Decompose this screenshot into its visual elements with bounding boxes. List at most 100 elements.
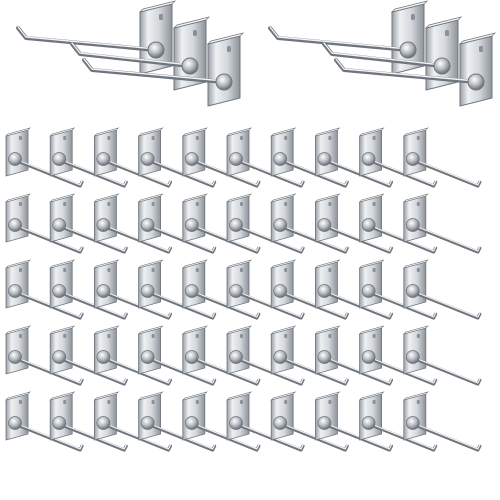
hook-slot-hole — [416, 334, 420, 338]
hook-wire-highlight — [58, 224, 127, 252]
hook-slot-hole — [195, 400, 199, 404]
hook-knob — [8, 218, 22, 232]
slatwall-hook — [270, 193, 349, 254]
hook-knob — [229, 284, 243, 298]
slatwall-hook — [402, 127, 482, 188]
hook-slot-hole — [372, 202, 376, 206]
hook-knob — [147, 41, 165, 59]
hook-wire-highlight — [235, 356, 304, 384]
hook-plate-lip — [93, 259, 120, 269]
hook-wire-highlight — [58, 290, 127, 318]
hook-wire-highlight — [147, 224, 216, 252]
hook-wire-highlight — [235, 224, 304, 252]
hook-wire-highlight — [323, 290, 392, 318]
hook-wire-highlight — [191, 356, 260, 384]
hook-wire-highlight — [368, 158, 437, 186]
hook-wire-highlight — [323, 356, 392, 384]
hook-plate-lip — [225, 193, 253, 203]
hook-knob — [361, 350, 376, 364]
hook-knob — [96, 350, 111, 364]
hook-wire-highlight — [191, 158, 260, 186]
hook-wire-highlight — [102, 422, 171, 450]
hook-slot-hole — [19, 136, 22, 140]
slatwall-hook — [225, 193, 305, 254]
hook-wire-highlight — [102, 356, 171, 384]
hook-slot-hole — [411, 14, 415, 20]
hook-wire-highlight — [412, 356, 481, 384]
hook-knob — [361, 284, 376, 298]
hook-knob — [52, 284, 67, 298]
slatwall-hook — [49, 127, 128, 188]
hook-wire-highlight — [83, 58, 225, 82]
hook-knob — [229, 350, 243, 364]
slatwall-hook — [49, 259, 128, 320]
hook-knob — [317, 218, 332, 232]
slatwall-hook — [181, 259, 261, 320]
hook-plate-lip — [181, 325, 208, 335]
hook-slot-hole — [416, 268, 420, 272]
hook-knob — [52, 416, 67, 430]
hook-knob — [140, 284, 155, 298]
hook-plate-lip — [4, 259, 32, 269]
hook-wire-highlight — [191, 224, 260, 252]
hook-slot-hole — [372, 268, 376, 272]
hook-plate-lip — [137, 193, 164, 203]
hook-wire-highlight — [147, 422, 216, 450]
hook-wire-highlight — [191, 290, 260, 318]
hook-plate-lip — [181, 391, 208, 401]
hook-knob — [8, 350, 22, 364]
hook-slot-hole — [372, 136, 376, 140]
slatwall-hook — [402, 325, 482, 386]
hook-slot-hole — [107, 136, 111, 140]
featured-hook — [268, 0, 429, 75]
hook-slot-hole — [284, 400, 288, 404]
hook-knob — [433, 57, 451, 75]
hook-slot-hole — [195, 334, 199, 338]
slatwall-hook — [270, 325, 349, 386]
hook-wire-highlight — [323, 42, 443, 66]
hook-slot-hole — [19, 334, 22, 338]
hook-slot-hole — [445, 30, 449, 36]
slatwall-hook — [402, 193, 482, 254]
slatwall-hook — [181, 391, 261, 452]
hook-wire-highlight — [235, 422, 304, 450]
hook-knob — [273, 284, 288, 298]
hook-wire-highlight — [147, 290, 216, 318]
hook-plate-lip — [270, 325, 297, 335]
hook-wire-highlight — [102, 158, 171, 186]
hook-grid-row — [4, 193, 482, 254]
hook-plate-lip — [402, 391, 429, 401]
hook-knob — [184, 350, 199, 364]
hook-wire-highlight — [14, 422, 83, 450]
slatwall-hook — [314, 127, 393, 188]
slatwall-hook — [4, 127, 84, 188]
hook-plate-lip — [49, 193, 76, 203]
hook-knob — [229, 218, 243, 232]
hook-wire-highlight — [412, 224, 481, 252]
hook-plate-lip — [358, 127, 385, 137]
hook-grid-row — [4, 391, 482, 452]
hook-slot-hole — [284, 136, 288, 140]
hook-knob — [96, 218, 111, 232]
hook-plate-lip — [49, 259, 76, 269]
hook-slot-hole — [372, 400, 376, 404]
slatwall-hook — [93, 391, 172, 452]
hook-wire-highlight — [279, 422, 348, 450]
hook-knob — [8, 416, 22, 430]
hook-slot-hole — [151, 268, 155, 272]
hook-wire-highlight — [368, 290, 437, 318]
slatwall-hook — [93, 127, 172, 188]
hook-knob — [181, 57, 199, 75]
hook-plate-lip — [270, 391, 297, 401]
hook-slot-hole — [328, 334, 332, 338]
hook-knob — [184, 218, 199, 232]
hook-slot-hole — [63, 202, 67, 206]
featured-hook — [322, 16, 463, 91]
slatwall-hook — [137, 259, 217, 320]
slatwall-hook — [314, 391, 393, 452]
hook-slot-hole — [195, 202, 199, 206]
hook-slot-hole — [63, 400, 67, 404]
hook-wire-highlight — [412, 158, 481, 186]
featured-hook-set — [16, 0, 245, 107]
